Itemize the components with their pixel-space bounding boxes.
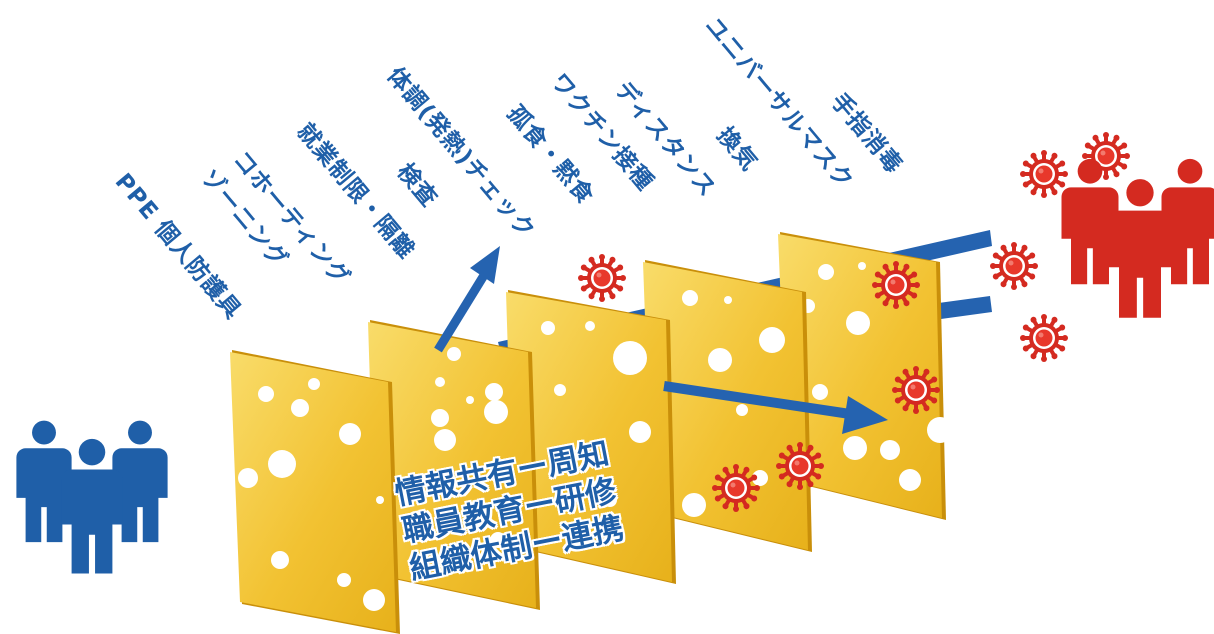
cheese-slice-5	[778, 232, 953, 520]
people-group-icon	[16, 420, 168, 574]
arrow-blocked-up	[434, 246, 500, 353]
virus-icon	[990, 242, 1038, 290]
arrow-passing	[663, 381, 888, 434]
cheese-slice-1	[230, 350, 400, 634]
virus-icon	[1020, 314, 1068, 362]
cheese-slice-4	[643, 260, 812, 552]
people-group-icon	[1061, 158, 1214, 318]
cheese-slice-3	[506, 290, 676, 584]
virus-icon	[578, 254, 626, 302]
virus-icon	[1020, 150, 1068, 198]
cheese-slice-2	[368, 320, 540, 610]
